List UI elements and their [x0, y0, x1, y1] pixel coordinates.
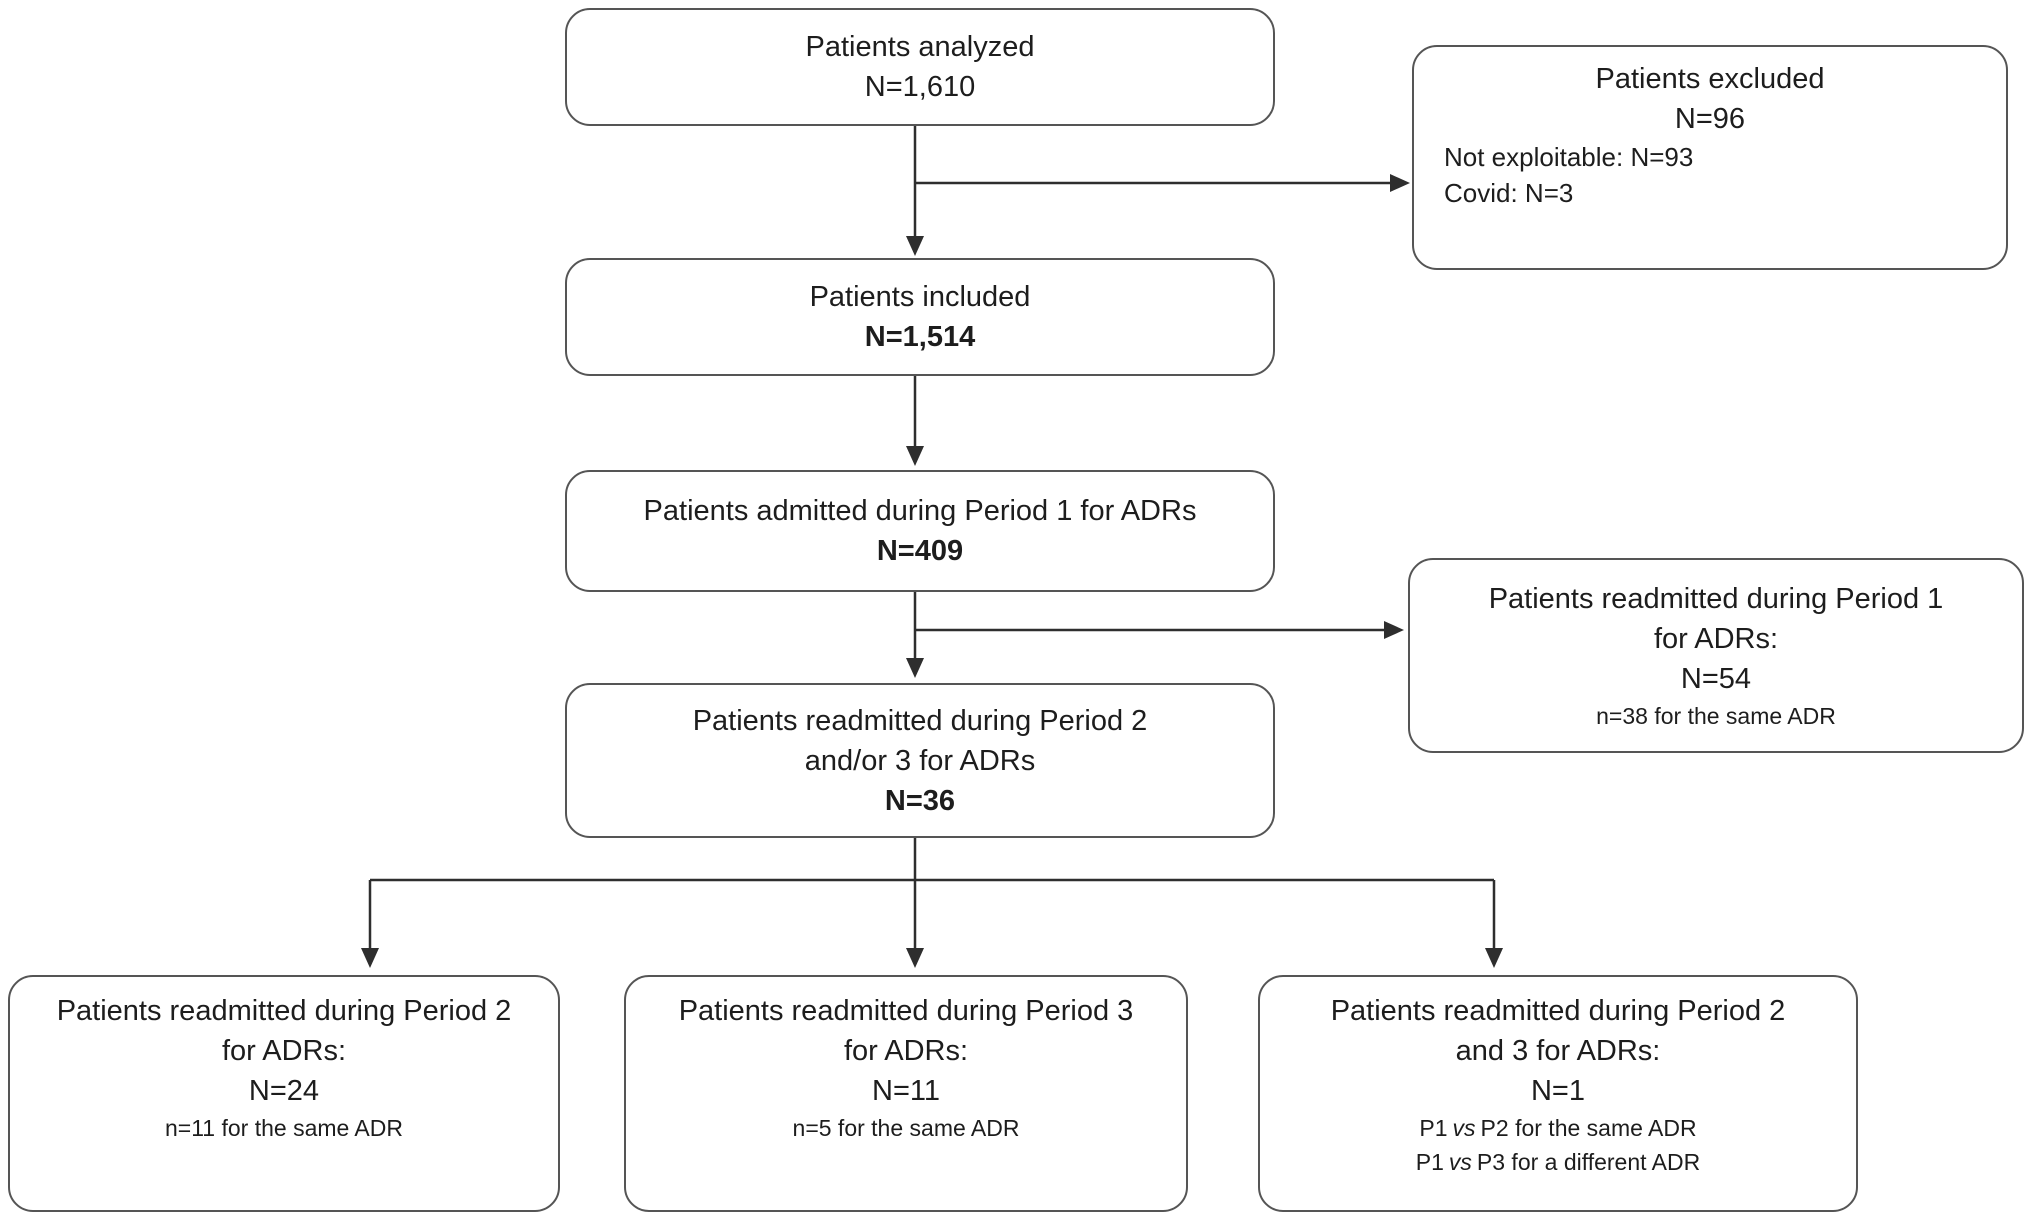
- box-patients-included: Patients included N=1,514: [565, 258, 1275, 376]
- arrow-fan-right: [1485, 880, 1503, 968]
- arrow-included-to-admitted: [906, 376, 924, 466]
- box-title-line1: Patients readmitted during Period 3: [678, 995, 1134, 1027]
- box-readmitted-period1: Patients readmitted during Period 1 for …: [1408, 558, 2024, 753]
- box-patients-analyzed: Patients analyzed N=1,610: [565, 8, 1275, 126]
- box-admitted-period1: Patients admitted during Period 1 for AD…: [565, 470, 1275, 592]
- box-title-line1: Patients readmitted during Period 1: [1488, 582, 1944, 615]
- box-count: N=409: [876, 535, 964, 567]
- box-title: Patients included: [809, 281, 1031, 313]
- box-title-line2: for ADRs:: [221, 1035, 347, 1067]
- box-patients-excluded: Patients excluded N=96 Not exploitable: …: [1412, 45, 2008, 270]
- box-count: N=1,610: [864, 71, 976, 103]
- box-readmitted-period2: Patients readmitted during Period 2 for …: [8, 975, 560, 1212]
- box-title-line2: for ADRs:: [1653, 622, 1779, 655]
- box-count: N=1: [1530, 1075, 1585, 1107]
- box-title-line1: Patients readmitted during Period 2: [692, 704, 1148, 737]
- box-note: n=38 for the same ADR: [1596, 702, 1836, 729]
- arrow-admitted-to-readmitted: [906, 592, 924, 678]
- arrow-analyzed-to-included: [906, 126, 924, 256]
- box-note: n=5 for the same ADR: [792, 1115, 1020, 1141]
- arrow-branch-to-readmitted-period1: [915, 621, 1404, 639]
- box-readmitted-period2-or-3: Patients readmitted during Period 2 and/…: [565, 683, 1275, 838]
- box-count: N=24: [248, 1075, 320, 1107]
- box-count: N=1,514: [864, 321, 976, 353]
- box-note: n=11 for the same ADR: [164, 1115, 403, 1141]
- box-title: Patients analyzed: [805, 31, 1035, 63]
- box-count: N=36: [884, 784, 956, 817]
- box-title-line1: Patients readmitted during Period 2: [56, 995, 512, 1027]
- box-count: N=54: [1680, 662, 1752, 695]
- box-title: Patients admitted during Period 1 for AD…: [643, 495, 1197, 527]
- box-readmitted-period2-and-3: Patients readmitted during Period 2 and …: [1258, 975, 1858, 1212]
- arrow-fan-left: [361, 880, 379, 968]
- excluded-detail-not-exploitable: Not exploitable: N=93: [1444, 142, 1694, 172]
- box-title-line2: and/or 3 for ADRs: [804, 744, 1036, 777]
- arrow-fan-center: [906, 838, 924, 968]
- excluded-detail-covid: Covid: N=3: [1444, 178, 1574, 208]
- box-title: Patients excluded: [1595, 63, 1825, 95]
- box-title-line2: and 3 for ADRs:: [1455, 1035, 1661, 1067]
- box-count: N=96: [1674, 103, 1746, 135]
- box-count: N=11: [872, 1075, 940, 1107]
- arrow-branch-to-excluded: [915, 174, 1410, 192]
- box-title-line2: for ADRs:: [843, 1035, 969, 1067]
- box-title-line1: Patients readmitted during Period 2: [1330, 995, 1786, 1027]
- box-readmitted-period3: Patients readmitted during Period 3 for …: [624, 975, 1188, 1212]
